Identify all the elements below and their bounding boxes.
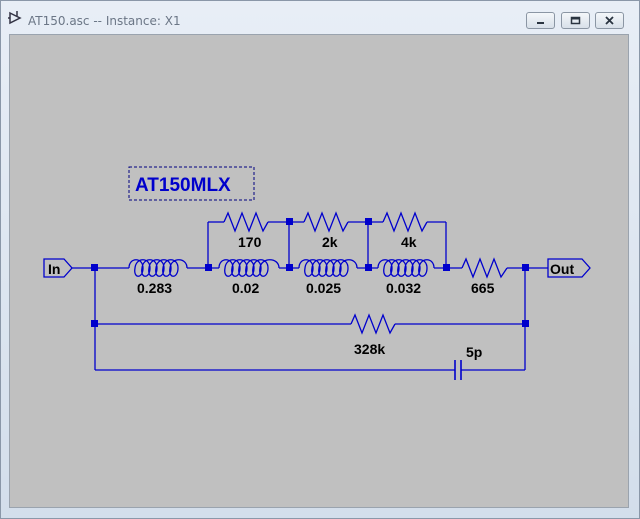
wires xyxy=(72,221,548,371)
title-bar[interactable]: AT150.asc -- Instance: X1 xyxy=(1,1,639,33)
inductor-l1-value: 0.283 xyxy=(137,280,172,296)
resistor-r2[interactable] xyxy=(303,211,349,233)
close-button[interactable] xyxy=(595,12,624,29)
ltspice-app-icon xyxy=(8,11,22,25)
resistor-r2-value: 2k xyxy=(322,234,338,250)
window-title: AT150.asc -- Instance: X1 xyxy=(28,14,181,28)
inductor-l2-value: 0.02 xyxy=(232,280,259,296)
input-port-label: In xyxy=(48,261,60,277)
output-port[interactable]: Out xyxy=(547,258,591,278)
inductor-l3-value: 0.025 xyxy=(306,280,341,296)
output-port-label: Out xyxy=(550,261,574,277)
minimize-icon xyxy=(537,22,544,24)
resistor-r5[interactable] xyxy=(350,313,396,335)
inductor-l1[interactable] xyxy=(128,259,188,277)
resistor-r4[interactable] xyxy=(461,257,508,279)
resistor-r3-value: 4k xyxy=(401,234,417,250)
schematic-title-block[interactable]: AT150MLX xyxy=(128,166,255,201)
minimize-button[interactable] xyxy=(526,12,555,29)
resistor-r5-value: 328k xyxy=(354,341,385,357)
resistor-r1[interactable] xyxy=(223,211,269,233)
close-icon xyxy=(605,16,614,25)
inductor-l2[interactable] xyxy=(218,259,280,277)
junction-dots xyxy=(91,218,529,327)
inductor-l3[interactable] xyxy=(298,259,358,277)
capacitor-c1-value: 5p xyxy=(466,344,482,360)
maximize-icon xyxy=(570,16,581,25)
schematic-title: AT150MLX xyxy=(135,175,231,196)
resistor-r3[interactable] xyxy=(382,211,428,233)
resistor-r4-value: 665 xyxy=(471,280,495,296)
capacitor-c1[interactable] xyxy=(454,360,462,380)
schematic-canvas[interactable]: In Out AT150MLX 170 2k 4k 0.283 0.02 0.0… xyxy=(9,34,629,508)
input-port[interactable]: In xyxy=(43,258,73,278)
inductor-l4[interactable] xyxy=(377,259,435,277)
schematic-drawing: In Out AT150MLX 170 2k 4k 0.283 0.02 0.0… xyxy=(43,166,591,380)
maximize-button[interactable] xyxy=(561,12,590,29)
inductor-l4-value: 0.032 xyxy=(386,280,421,296)
resistor-r1-value: 170 xyxy=(238,234,262,250)
